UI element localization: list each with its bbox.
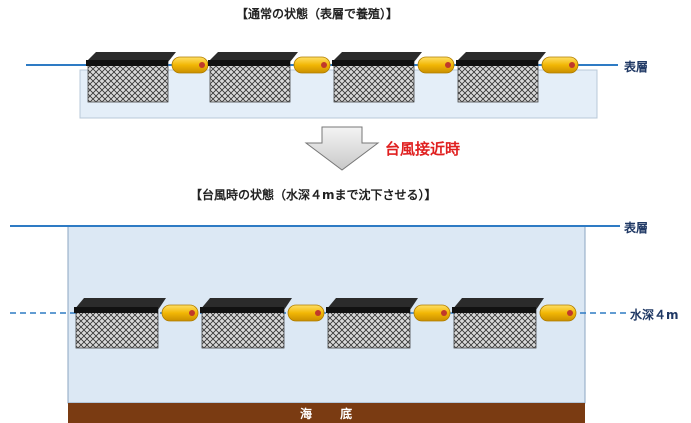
cage: [86, 52, 176, 103]
surface-label: 表層: [624, 60, 649, 74]
float: [417, 56, 455, 74]
seabed-label: 海 底: [300, 407, 365, 421]
typhoon-approach-label: 台風接近時: [385, 140, 461, 158]
typhoon-state-title: 【台風時の状態（水深４mまで沈下させる）】: [190, 188, 437, 202]
down-arrow-icon: [304, 126, 380, 171]
normal-state-section: [26, 52, 618, 119]
cage: [208, 52, 298, 103]
depth-label: 水深４m: [630, 308, 679, 322]
float: [539, 304, 577, 322]
typhoon-state-section: [10, 225, 626, 423]
cage: [326, 298, 418, 349]
float: [287, 304, 325, 322]
normal-state-title: 【通常の状態（表層で養殖）】: [236, 7, 399, 21]
float: [541, 56, 579, 74]
float: [161, 304, 199, 322]
cage: [332, 52, 422, 103]
cage: [74, 298, 166, 349]
float: [171, 56, 209, 74]
cage: [200, 298, 292, 349]
seabed: [68, 403, 585, 423]
cage: [452, 298, 544, 349]
cage: [456, 52, 546, 103]
float: [293, 56, 331, 74]
surface-label: 表層: [624, 221, 649, 235]
float: [413, 304, 451, 322]
